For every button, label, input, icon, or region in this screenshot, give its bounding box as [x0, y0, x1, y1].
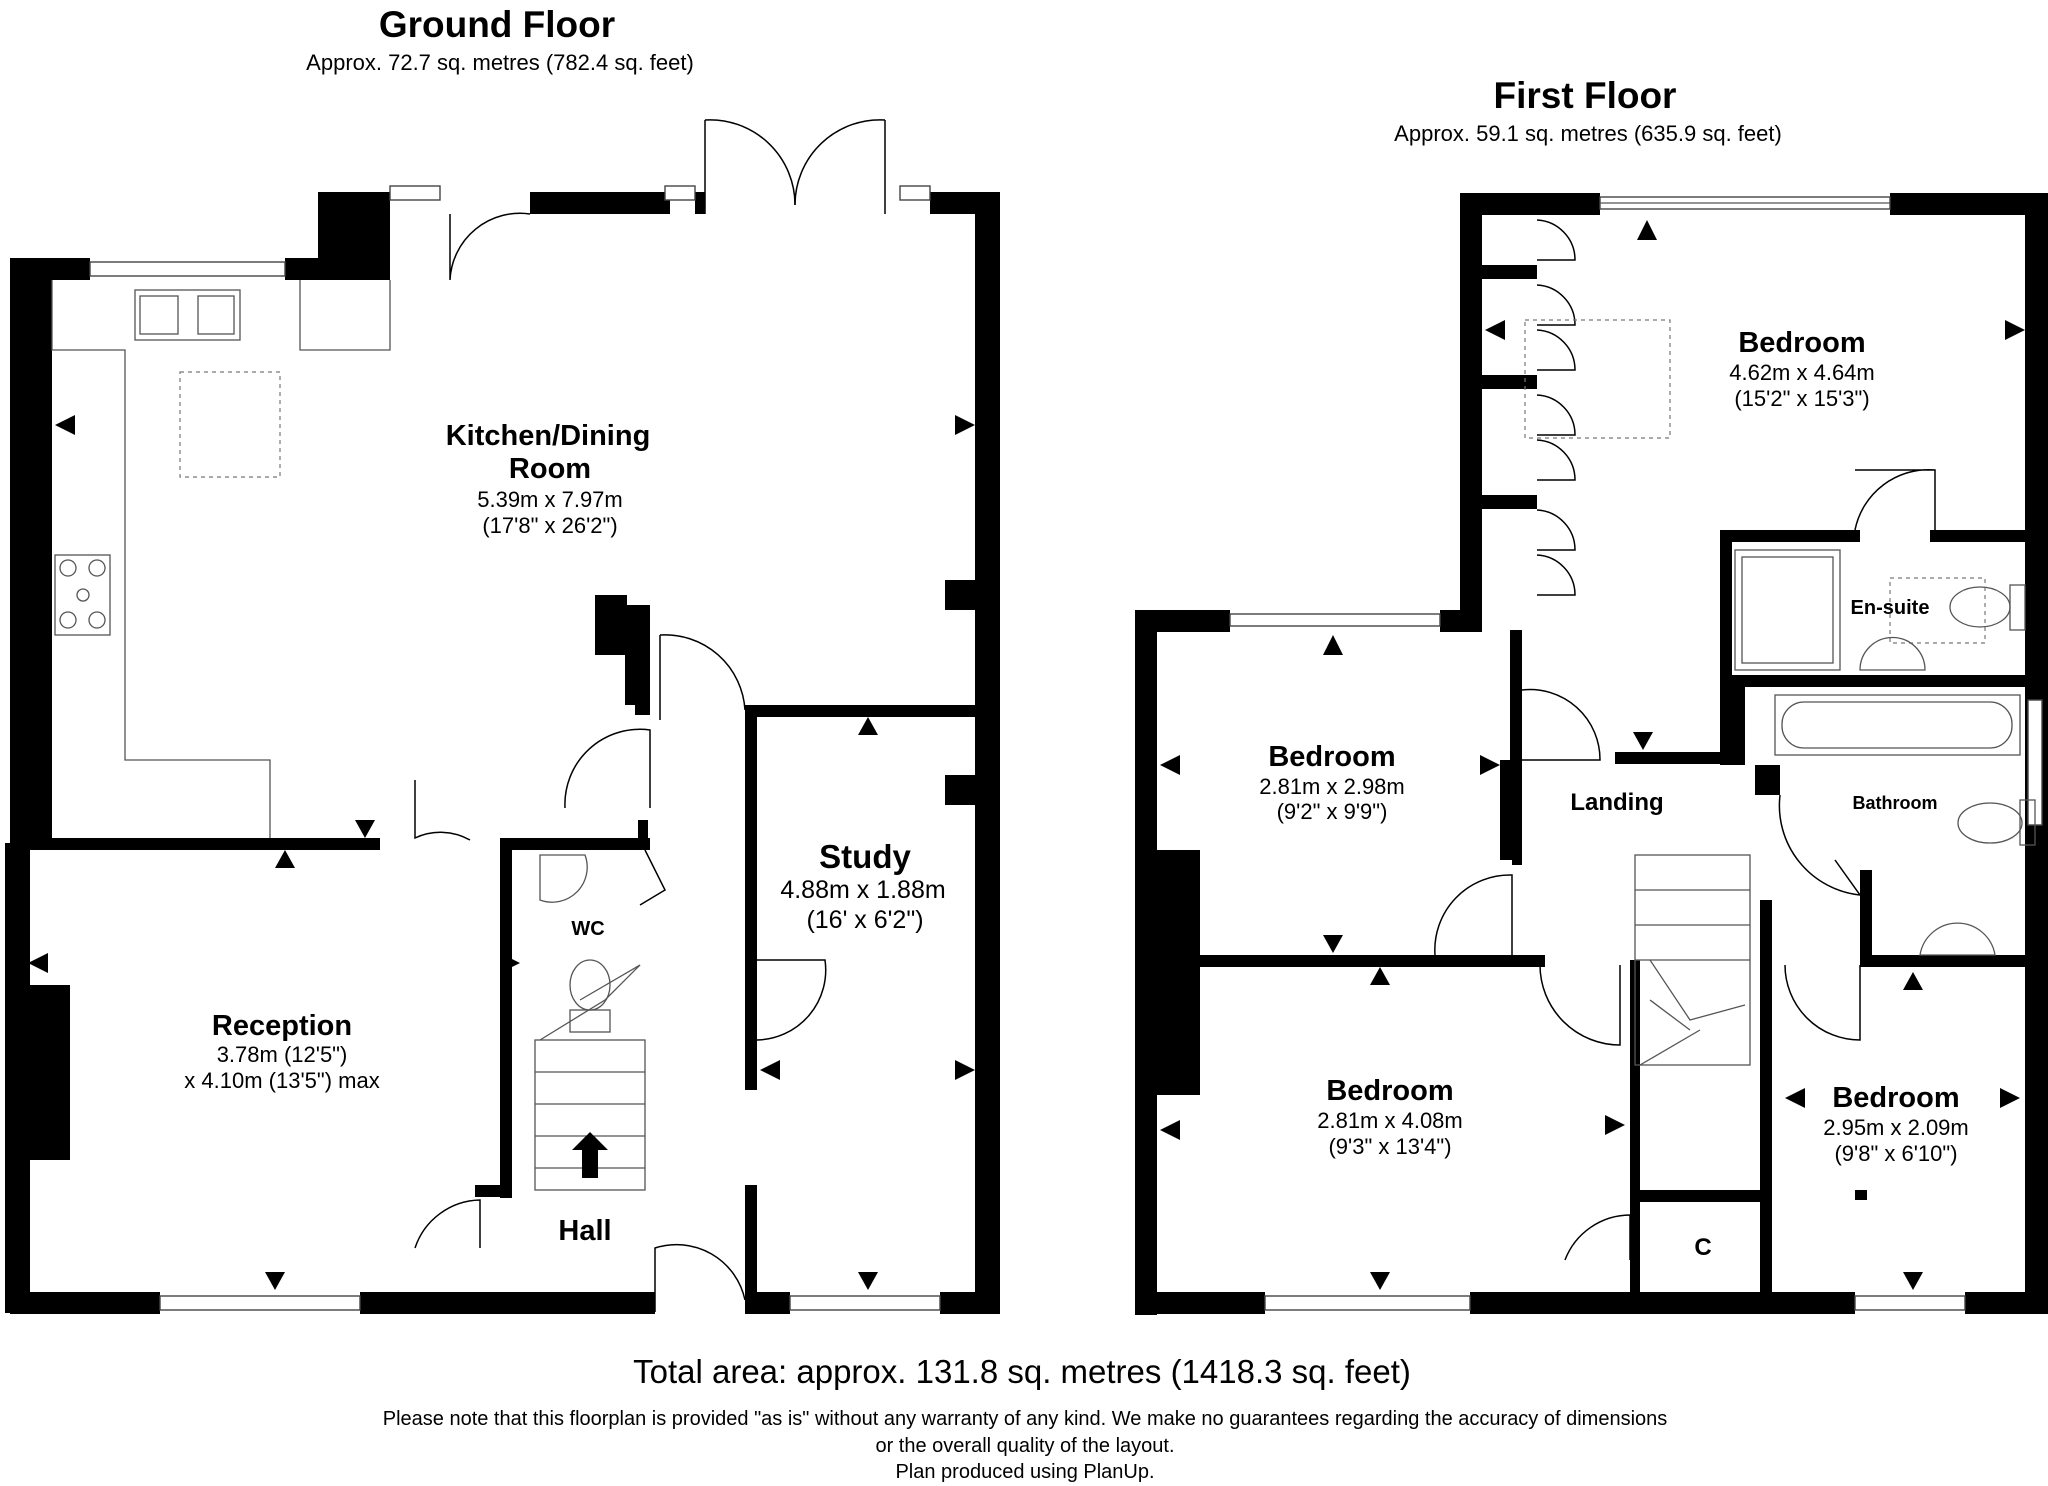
room-dimensions: 5.39m x 7.97m — [477, 487, 623, 512]
room-dimensions: x 4.10m (13'5") max — [184, 1068, 379, 1093]
room-cupboard: C — [1694, 1234, 1711, 1261]
room-wc: WC — [571, 918, 604, 940]
room-kitchen-dining: Kitchen/Dining Room 5.39m x 7.97m (17'8"… — [446, 420, 651, 538]
room-bedroom-3: Bedroom 2.81m x 4.08m (9'3" x 13'4") — [1317, 1075, 1463, 1159]
ground-floor-dimension-arrows — [28, 212, 975, 1290]
room-name: Kitchen/Dining — [446, 420, 651, 452]
room-name: En-suite — [1851, 597, 1930, 619]
room-dimensions: 2.95m x 2.09m — [1823, 1115, 1969, 1140]
room-bedroom-1: Bedroom 4.62m x 4.64m (15'2" x 15'3") — [1729, 327, 1875, 411]
room-dimensions: 2.81m x 2.98m — [1259, 774, 1405, 799]
room-bedroom-4: Bedroom 2.95m x 2.09m (9'8" x 6'10") — [1823, 1082, 1969, 1166]
room-name: Landing — [1570, 789, 1663, 816]
first-floor-fixtures — [1524, 319, 2036, 1066]
room-dimensions: 4.62m x 4.64m — [1729, 360, 1875, 385]
room-dimensions: (15'2" x 15'3") — [1734, 386, 1869, 411]
room-bathroom: Bathroom — [1853, 793, 1938, 813]
room-name: C — [1694, 1234, 1711, 1261]
room-name: Bathroom — [1853, 793, 1938, 813]
ground-floor-walls — [5, 192, 1000, 1314]
room-name: Bedroom — [1326, 1075, 1453, 1107]
credit-line: Plan produced using PlanUp. — [895, 1461, 1154, 1483]
room-name: Bedroom — [1738, 327, 1865, 359]
total-area: Total area: approx. 131.8 sq. metres (14… — [633, 1353, 1411, 1390]
ground-floor-doors — [414, 119, 886, 1312]
room-name: Hall — [558, 1215, 611, 1247]
room-en-suite: En-suite — [1851, 597, 1930, 619]
first-floor-windows — [1229, 196, 2043, 1311]
room-study: Study 4.88m x 1.88m (16' x 6'2") — [780, 838, 945, 934]
room-name: Bedroom — [1268, 741, 1395, 773]
room-name: Bedroom — [1832, 1082, 1959, 1114]
room-dimensions: 2.81m x 4.08m — [1317, 1108, 1463, 1133]
room-dimensions: (16' x 6'2") — [806, 906, 923, 934]
room-dimensions: (9'2" x 9'9") — [1277, 799, 1388, 824]
room-name: Reception — [212, 1010, 352, 1042]
room-dimensions: (9'8" x 6'10") — [1834, 1141, 1957, 1166]
room-bedroom-2: Bedroom 2.81m x 2.98m (9'2" x 9'9") — [1259, 741, 1405, 824]
room-name: Study — [819, 838, 911, 875]
disclaimer-line: Please note that this floorplan is provi… — [383, 1408, 1668, 1430]
room-dimensions: 4.88m x 1.88m — [780, 876, 945, 904]
disclaimer-line: or the overall quality of the layout. — [875, 1435, 1174, 1457]
first-floor-doors — [1434, 219, 1936, 1261]
first-floor-dimension-arrows — [1160, 220, 2025, 1290]
first-floor-area: Approx. 59.1 sq. metres (635.9 sq. feet) — [1394, 121, 1782, 146]
room-name: Room — [509, 453, 591, 485]
room-dimensions: 3.78m (12'5") — [217, 1042, 348, 1067]
ground-floor-windows — [89, 185, 941, 1311]
first-floor-walls — [1135, 193, 2048, 1315]
room-dimensions: (17'8" x 26'2") — [482, 513, 617, 538]
ground-floor-title: Ground Floor — [379, 4, 615, 45]
ground-floor-fixtures — [51, 280, 646, 1191]
room-name: WC — [571, 918, 604, 940]
ground-floor-area: Approx. 72.7 sq. metres (782.4 sq. feet) — [306, 50, 694, 75]
room-dimensions: (9'3" x 13'4") — [1328, 1134, 1451, 1159]
first-floor-title: First Floor — [1494, 75, 1677, 116]
room-hall: Hall — [558, 1215, 611, 1247]
room-landing: Landing — [1570, 789, 1663, 816]
room-reception: Reception 3.78m (12'5") x 4.10m (13'5") … — [184, 1010, 379, 1093]
